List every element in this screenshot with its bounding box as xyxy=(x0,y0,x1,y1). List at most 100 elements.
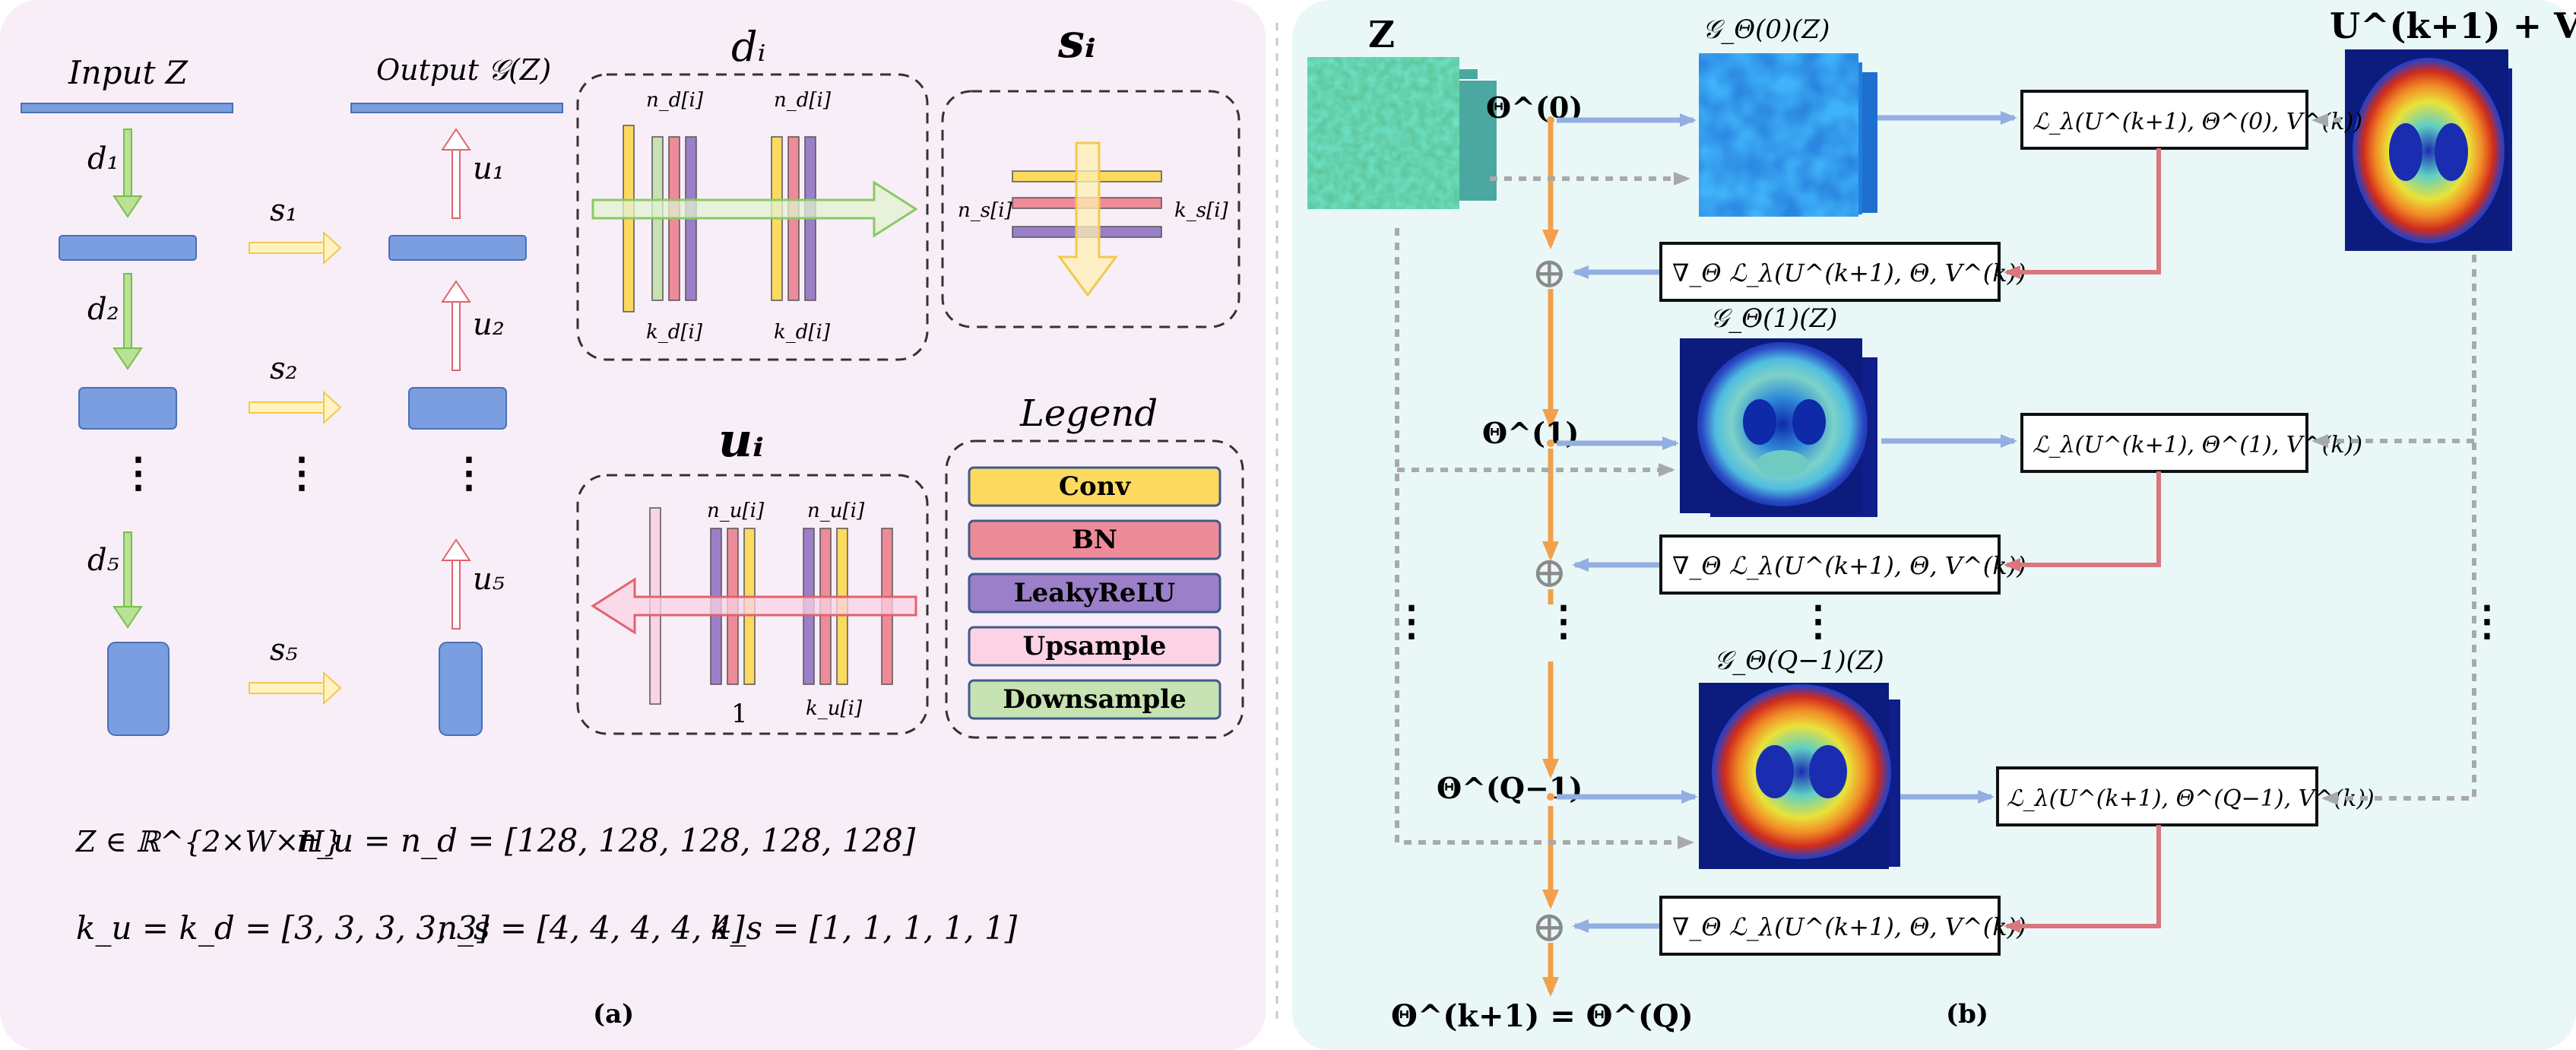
dashed-z-to-gq xyxy=(1395,228,1694,849)
down-arrow-d2 xyxy=(112,273,143,370)
plus-node-1: ⊕ xyxy=(1532,548,1567,598)
d1-label: d₁ xyxy=(87,141,119,176)
s-block-title: sᵢ xyxy=(1057,13,1096,68)
z-noise-image xyxy=(1307,57,1498,209)
s1-label: s₁ xyxy=(270,193,298,228)
legend-label-leakyrelu: LeakyReLU xyxy=(1014,578,1175,608)
loss-q-text: ℒ_λ(U^(k+1), Θ^(Q−1), V^(k)) xyxy=(2007,785,2375,812)
decoder-layer-5 xyxy=(439,642,483,736)
loss-0-text: ℒ_λ(U^(k+1), Θ^(0), V^(k)) xyxy=(2033,109,2362,135)
skip-ellipsis: ⋮ xyxy=(281,448,322,496)
decoder-ellipsis: ⋮ xyxy=(448,448,490,496)
encoder-layer-1 xyxy=(21,103,233,113)
input-label: Input Z xyxy=(68,54,189,91)
d-block-kd-label-1: k_d[i] xyxy=(646,321,703,344)
u5-label: u₅ xyxy=(473,562,505,597)
loss-1-text: ℒ_λ(U^(k+1), Θ^(1), V^(k)) xyxy=(2033,432,2362,458)
u-block-nu-label-1: n_u[i] xyxy=(707,500,765,522)
loss-box-1 xyxy=(2020,413,2308,473)
grad-box-q xyxy=(1659,896,2001,956)
encoder-layer-5 xyxy=(107,642,170,736)
s-block-ns-label: n_s[i] xyxy=(958,199,1013,222)
theta0-dot xyxy=(1547,116,1554,124)
legend-label-conv: Conv xyxy=(1059,471,1131,502)
caption-b: (b) xyxy=(1946,999,1988,1029)
legend-swatch-bn xyxy=(968,519,1221,560)
d-block-nd-label-1: n_d[i] xyxy=(646,89,704,112)
encoder-layer-3 xyxy=(78,387,177,430)
legend-label-downsample: Downsample xyxy=(1003,684,1187,715)
d-block-title: dᵢ xyxy=(731,23,765,71)
panel-a-background xyxy=(0,0,1266,1050)
s-block-ks-label: k_s[i] xyxy=(1174,199,1229,222)
down-arrow-d5 xyxy=(112,531,143,629)
eq-ns-values: n_s = [4, 4, 4, 4, 4] xyxy=(437,909,745,947)
z-label: Z xyxy=(1368,14,1395,56)
skip-arrow-s1 xyxy=(249,230,342,265)
thetaq-dot xyxy=(1547,793,1554,801)
legend-swatch-downsample xyxy=(968,679,1221,720)
g1-label: 𝒢_Θ(1)(Z) xyxy=(1710,303,1837,334)
theta1-dot xyxy=(1547,439,1554,447)
plus-node-0: ⊕ xyxy=(1532,249,1567,298)
grad-box-0 xyxy=(1659,242,2001,302)
legend-label-upsample: Upsample xyxy=(1023,631,1167,661)
legend-label-bn: BN xyxy=(1072,525,1117,555)
thetaq-label: Θ^(Q−1) xyxy=(1437,771,1583,805)
g0-label: 𝒢_Θ(0)(Z) xyxy=(1703,14,1830,45)
d-block-kd-label-2: k_d[i] xyxy=(774,321,831,344)
ellipsis-images: ⋮ xyxy=(1798,596,1839,645)
g0-image xyxy=(1699,53,1877,217)
u-block-ku-label: k_u[i] xyxy=(806,697,863,720)
decoder-layer-3 xyxy=(408,387,507,430)
d-block-nd-label-2: n_d[i] xyxy=(774,89,832,112)
g1-brain-image xyxy=(1680,338,1877,517)
s2-label: s₂ xyxy=(270,351,298,386)
plus-node-q: ⊕ xyxy=(1532,902,1567,952)
up-arrow-u1 xyxy=(441,128,471,219)
skip-arrow-s2 xyxy=(249,390,342,425)
arrow-loss0-to-grad0 xyxy=(2004,148,2161,279)
final-theta-label: Θ^(k+1) = Θ^(Q) xyxy=(1391,998,1694,1034)
decoder-layer-1 xyxy=(350,103,563,113)
d2-label: d₂ xyxy=(87,292,119,327)
gq-label: 𝒢_Θ(Q−1)(Z) xyxy=(1714,646,1884,676)
skip-arrow-s5 xyxy=(249,671,342,706)
s-block-detail xyxy=(941,90,1240,328)
u-block-detail xyxy=(576,474,929,735)
output-label: Output 𝒢(Z) xyxy=(376,53,551,87)
d5-label: d₅ xyxy=(87,543,119,578)
legend-box xyxy=(945,439,1244,739)
eq-n-values: n_u = n_d = [128, 128, 128, 128, 128] xyxy=(296,822,916,859)
grad-1-text: ∇_Θ ℒ_λ(U^(k+1), Θ, V^(k)) xyxy=(1672,551,2026,580)
encoder-ellipsis: ⋮ xyxy=(118,448,159,496)
legend-swatch-leakyrelu xyxy=(968,573,1221,614)
u-block-nu-label-2: n_u[i] xyxy=(807,500,865,522)
loss-box-q xyxy=(1996,766,2318,826)
u-block-title: uᵢ xyxy=(718,412,764,468)
eq-z-domain: Z ∈ ℝ^{2×W×H} xyxy=(75,825,343,858)
eq-k-values: k_u = k_d = [3, 3, 3, 3, 3] xyxy=(76,909,490,947)
encoder-layer-2 xyxy=(59,235,197,261)
arrow-lossq-to-gradq xyxy=(2004,825,2161,933)
u-block-one-label: 1 xyxy=(731,699,748,729)
s5-label: s₅ xyxy=(270,633,298,668)
legend-swatch-upsample xyxy=(968,626,1221,667)
decoder-layer-2 xyxy=(388,235,527,261)
uv-label: U^(k+1) + V^(k) xyxy=(2330,5,2576,46)
loss-box-0 xyxy=(2020,90,2308,150)
grad-q-text: ∇_Θ ℒ_λ(U^(k+1), Θ, V^(k)) xyxy=(1672,912,2026,941)
arrow-loss1-to-grad1 xyxy=(2004,471,2161,572)
u1-label: u₁ xyxy=(473,151,505,186)
uv-brain-image xyxy=(2345,49,2512,251)
up-arrow-u5 xyxy=(441,538,471,630)
legend-swatch-conv xyxy=(968,466,1221,507)
caption-a: (a) xyxy=(593,999,634,1029)
ellipsis-center: ⋮ xyxy=(1543,596,1584,645)
up-arrow-u2 xyxy=(441,280,471,371)
u2-label: u₂ xyxy=(473,307,505,342)
grad-0-text: ∇_Θ ℒ_λ(U^(k+1), Θ, V^(k)) xyxy=(1672,259,2026,287)
legend-title: Legend xyxy=(1019,392,1158,435)
